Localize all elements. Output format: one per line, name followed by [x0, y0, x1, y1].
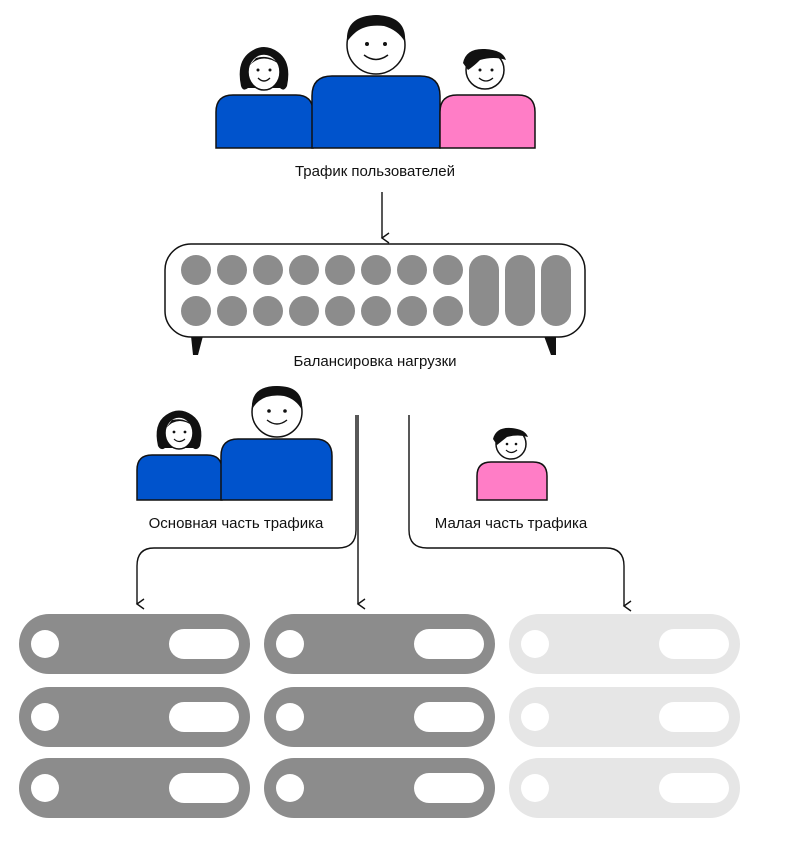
man-user-icon	[220, 386, 333, 501]
balancer-slot-dot	[253, 255, 283, 285]
server-racks	[19, 614, 740, 818]
balancer-slot-tall	[469, 255, 499, 326]
balancer-slot-dot	[397, 255, 427, 285]
balancer-leg-right	[544, 336, 556, 355]
balancer-slot-dot	[181, 296, 211, 326]
main-traffic-users	[136, 386, 333, 501]
balancer-slot-dot	[289, 296, 319, 326]
load-balancer	[164, 243, 586, 355]
balancer-leg-left	[191, 336, 203, 355]
balancer-slot-dot	[325, 255, 355, 285]
balancer-slot-dot	[325, 296, 355, 326]
balancer-slot-dot	[433, 255, 463, 285]
balancer-slot-dot	[397, 296, 427, 326]
balancer-slots	[181, 255, 571, 326]
server-unit	[19, 687, 250, 747]
balancer-slot-dot	[361, 296, 391, 326]
balancer-slot-tall	[541, 255, 571, 326]
server-unit	[19, 614, 250, 674]
server-unit	[264, 758, 495, 818]
balancer-slot-dot	[289, 255, 319, 285]
server-unit	[509, 758, 740, 818]
balancer-slot-dot	[181, 255, 211, 285]
small-traffic-label: Малая часть трафика	[435, 515, 588, 532]
canary-group	[509, 614, 740, 818]
small-traffic-user	[476, 427, 548, 501]
load-balancing-label: Балансировка нагрузки	[293, 353, 456, 370]
main-group-1	[19, 614, 250, 818]
balancer-slot-dot	[217, 296, 247, 326]
server-unit	[264, 614, 495, 674]
user-traffic-label: Трафик пользователей	[295, 163, 455, 180]
balancer-slot-dot	[217, 255, 247, 285]
arrow-to-canary-group	[408, 415, 632, 612]
boy-user-icon	[476, 427, 548, 501]
arrow-to-main-group-1	[135, 415, 357, 610]
balancer-slot-dot	[253, 296, 283, 326]
server-unit	[509, 687, 740, 747]
woman-user-icon	[215, 47, 314, 149]
server-unit	[19, 758, 250, 818]
users-group	[215, 15, 536, 149]
server-unit	[509, 614, 740, 674]
server-unit	[264, 687, 495, 747]
balancer-slot-dot	[433, 296, 463, 326]
boy-user-icon	[439, 48, 536, 149]
balancer-slot-dot	[361, 255, 391, 285]
main-traffic-label: Основная часть трафика	[149, 515, 324, 532]
main-group-2	[264, 614, 495, 818]
woman-user-icon	[136, 410, 223, 501]
balancer-slot-tall	[505, 255, 535, 326]
man-user-icon	[311, 15, 441, 149]
